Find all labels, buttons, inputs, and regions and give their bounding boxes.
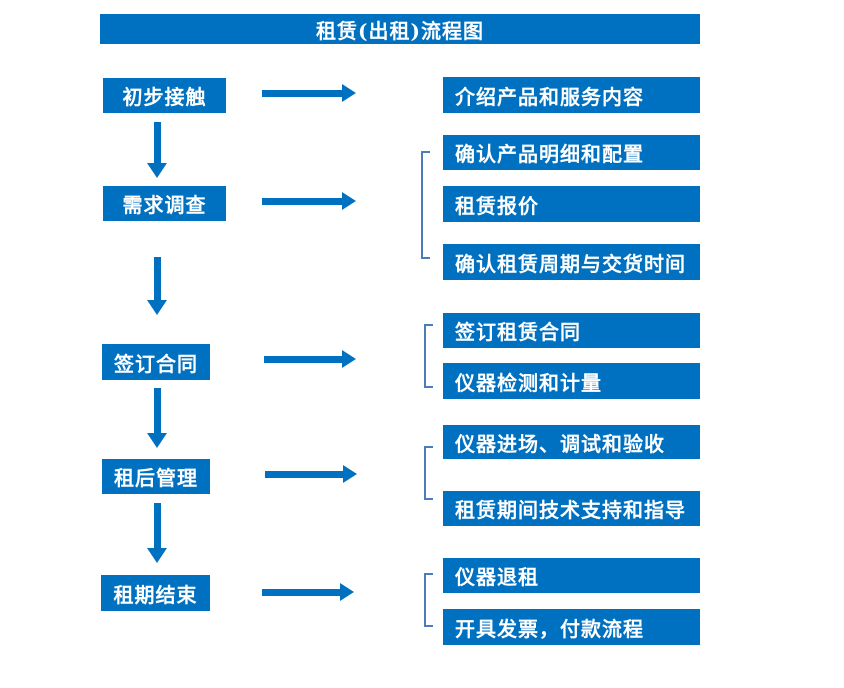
bracket-connector xyxy=(424,446,433,500)
arrow-down-icon xyxy=(147,122,167,178)
bracket-connector xyxy=(424,573,433,627)
output-box-invoice-payment: 开具发票，付款流程 xyxy=(443,609,700,645)
arrow-right-icon xyxy=(264,350,356,368)
bracket-connector xyxy=(424,324,433,388)
arrow-shaft xyxy=(265,470,343,478)
arrow-shaft xyxy=(264,355,342,363)
output-box-tech-support: 租赁期间技术支持和指导 xyxy=(443,491,700,526)
arrow-shaft xyxy=(153,388,161,433)
step-box-rental-end: 租期结束 xyxy=(101,575,210,611)
output-box-instrument-setup: 仪器进场、调试和验收 xyxy=(443,425,700,459)
flowchart-title: 租赁(出租)流程图 xyxy=(316,18,484,43)
arrow-head xyxy=(343,465,357,483)
arrow-right-icon xyxy=(265,465,357,483)
arrow-head xyxy=(147,163,167,178)
arrow-shaft xyxy=(153,503,161,548)
arrow-right-icon xyxy=(262,84,356,102)
arrow-head xyxy=(147,300,167,315)
output-box-rental-quote: 租赁报价 xyxy=(443,186,700,222)
arrow-shaft xyxy=(262,89,342,97)
step-box-post-rental-management: 租后管理 xyxy=(102,459,210,494)
arrow-right-icon xyxy=(262,192,356,210)
output-box-instrument-return: 仪器退租 xyxy=(443,558,700,593)
arrow-head xyxy=(342,84,356,102)
output-box-instrument-testing: 仪器检测和计量 xyxy=(443,363,700,399)
step-box-demand-survey: 需求调查 xyxy=(103,186,226,221)
arrow-down-icon xyxy=(147,503,167,563)
arrow-head xyxy=(147,548,167,563)
arrow-shaft xyxy=(262,588,340,596)
arrow-head xyxy=(342,350,356,368)
arrow-head xyxy=(340,583,354,601)
output-box-confirm-rental-period: 确认租赁周期与交货时间 xyxy=(443,244,700,280)
arrow-shaft xyxy=(262,197,342,205)
arrow-head xyxy=(147,433,167,448)
arrow-right-icon xyxy=(262,583,354,601)
arrow-down-icon xyxy=(147,257,167,315)
arrow-down-icon xyxy=(147,388,167,448)
bracket-connector xyxy=(421,151,430,259)
arrow-head xyxy=(342,192,356,210)
output-box-confirm-product-details: 确认产品明细和配置 xyxy=(443,135,700,170)
flowchart-title-bar: 租赁(出租)流程图 xyxy=(100,14,700,44)
arrow-shaft xyxy=(153,122,161,163)
output-box-sign-rental-contract: 签订租赁合同 xyxy=(443,313,700,348)
step-box-initial-contact: 初步接触 xyxy=(103,78,226,113)
output-box-introduce-products: 介绍产品和服务内容 xyxy=(443,77,700,113)
step-box-sign-contract: 签订合同 xyxy=(102,344,210,380)
arrow-shaft xyxy=(153,257,161,300)
